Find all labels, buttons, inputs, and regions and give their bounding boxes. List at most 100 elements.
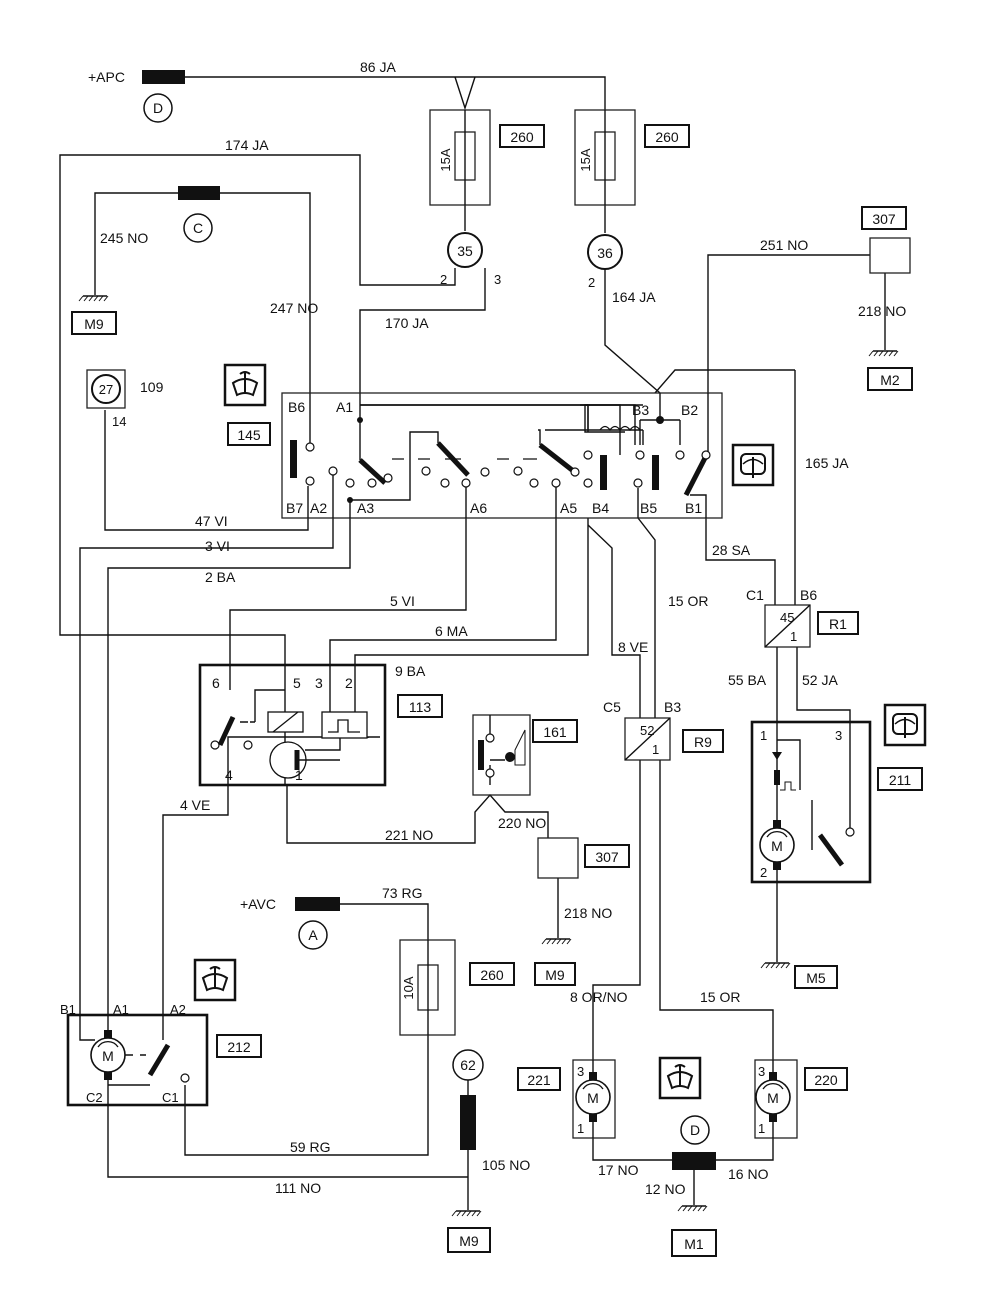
connector-d-top <box>143 93 173 123</box>
motor-label: M <box>102 1048 114 1064</box>
pin-B2: B2 <box>681 402 698 418</box>
label-307: 307 <box>595 849 619 865</box>
ground-icon <box>677 1205 708 1212</box>
wire-label: 52 JA <box>802 672 838 688</box>
label-m9: M9 <box>545 967 565 983</box>
fuse-box-2: 15A <box>574 109 636 206</box>
label-113: 113 <box>409 699 432 715</box>
supply-avc: +AVC <box>240 896 276 912</box>
connector-d-bottom <box>680 1115 710 1145</box>
component-307-bottom <box>537 837 579 879</box>
rear-wiper-icon <box>883 703 927 747</box>
label-212: 212 <box>227 1039 251 1055</box>
pin-B1: B1 <box>60 1002 76 1017</box>
wire-label: 5 VI <box>390 593 415 609</box>
connector-35 <box>447 232 483 268</box>
fuse-box-1: 15A <box>429 109 491 206</box>
wire-label: 12 NO <box>645 1181 686 1197</box>
pin-3: 3 <box>835 728 842 743</box>
r9-pin-top: 52 <box>640 723 654 738</box>
motor-label: M <box>587 1090 599 1106</box>
connector-d-label: D <box>153 100 163 116</box>
pin-label: 14 <box>112 414 126 429</box>
connector-a-label: A <box>308 927 318 943</box>
connector-block-icon <box>672 1152 716 1170</box>
label-m2: M2 <box>880 372 900 388</box>
wire-labels: 86 JA 174 JA 245 NO 247 NO 170 JA 251 NO… <box>100 59 906 1197</box>
fuse-rating: 15A <box>578 148 593 171</box>
switch-161 <box>472 714 531 796</box>
connector-r9 <box>624 717 671 761</box>
pin-C2: C2 <box>86 1090 103 1105</box>
windscreen-wiper-icon <box>658 1056 702 1100</box>
connector-d-label: D <box>690 1122 700 1138</box>
windscreen-wiper-icon <box>223 363 267 407</box>
r1-pin-c1: C1 <box>746 587 764 603</box>
wiper-motor-212 <box>66 1013 209 1107</box>
pin-A5: A5 <box>560 500 577 516</box>
r9-pin-bottom: 1 <box>652 742 659 757</box>
ground-icon <box>868 350 899 357</box>
wire-label: 8 VE <box>618 639 648 655</box>
label-m9: M9 <box>459 1233 479 1249</box>
motor-label: M <box>771 838 783 854</box>
pin-B1: B1 <box>685 500 702 516</box>
connector-36 <box>587 234 623 270</box>
wire-label: 59 RG <box>290 1139 330 1155</box>
connector-block-icon <box>142 70 185 84</box>
connector-block-icon <box>460 1095 476 1150</box>
pin-4: 4 <box>225 767 233 783</box>
ground-icon <box>541 938 572 945</box>
r1-pin-top: 45 <box>780 610 794 625</box>
label-r9: R9 <box>694 734 712 750</box>
wire-label: 8 OR/NO <box>570 989 628 1005</box>
label-221: 221 <box>527 1072 551 1088</box>
connector-36-label: 36 <box>597 245 613 261</box>
wire-label: 245 NO <box>100 230 148 246</box>
wire-label: 6 MA <box>435 623 468 639</box>
ground-icon <box>760 962 791 969</box>
wire-label: 220 NO <box>498 815 546 831</box>
pin-3: 3 <box>577 1064 584 1079</box>
wire-label: 164 JA <box>612 289 656 305</box>
label-260: 260 <box>510 129 534 145</box>
wire-label: 86 JA <box>360 59 396 75</box>
label-m1: M1 <box>684 1236 704 1252</box>
wire-label: 165 JA <box>805 455 849 471</box>
windscreen-wiper-icon <box>193 958 237 1002</box>
washer-motor-221 <box>572 1059 616 1139</box>
wire-label: 218 NO <box>858 303 906 319</box>
pin-A2: A2 <box>310 500 327 516</box>
pin-3: 3 <box>315 675 323 691</box>
connector-r1 <box>764 604 811 648</box>
wire-label: 174 JA <box>225 137 269 153</box>
r1-pin-bottom: 1 <box>790 629 797 644</box>
wire-label: 28 SA <box>712 542 751 558</box>
connector-c <box>183 213 213 243</box>
ground-icon <box>78 295 109 302</box>
label-260: 260 <box>655 129 679 145</box>
rear-wiper-icon <box>731 443 775 487</box>
pin-label: 2 <box>440 272 447 287</box>
wire-label: 4 VE <box>180 797 210 813</box>
relay-unit-145 <box>281 392 723 519</box>
component-labels: 260 260 260 307 307 M9 M9 M9 M2 M5 M1 14… <box>71 124 923 1257</box>
wire-label: 3 VI <box>205 538 230 554</box>
pin-1: 1 <box>577 1121 584 1136</box>
wire-label: 111 NO <box>275 1180 321 1196</box>
pin-label: 2 <box>588 275 595 290</box>
wire-label: 247 NO <box>270 300 318 316</box>
washer-motor-220 <box>754 1059 798 1139</box>
connector-35-label: 35 <box>457 243 473 259</box>
connector-a <box>298 920 328 950</box>
label-m5: M5 <box>806 970 826 986</box>
supply-apc: +APC <box>88 69 125 85</box>
label-m9: M9 <box>84 316 104 332</box>
component-109-label: 109 <box>140 379 164 395</box>
label-220: 220 <box>814 1072 838 1088</box>
pin-1: 1 <box>760 728 767 743</box>
wire-label: 15 OR <box>668 593 708 609</box>
timer-module-113 <box>198 663 387 787</box>
wire-label: 251 NO <box>760 237 808 253</box>
